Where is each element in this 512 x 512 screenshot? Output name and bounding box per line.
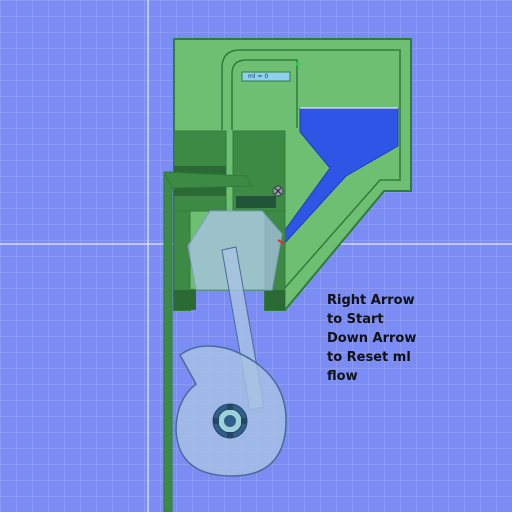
instruction-line-5: flow [327, 369, 358, 384]
ml-indicator-bar [241, 71, 291, 82]
instruction-line-1: Right Arrow [327, 293, 415, 308]
right-foot [265, 290, 285, 310]
crank-hub-notch-left [213, 418, 219, 424]
instruction-line-2: to Start [327, 312, 384, 327]
ml-counter-label: ml = 0 [248, 73, 269, 80]
feed-pipe [163, 171, 173, 512]
instruction-line-3: Down Arrow [327, 331, 417, 346]
crank-hub-notch-right [241, 418, 247, 424]
valve-marker [277, 239, 285, 245]
left-foot [174, 290, 196, 310]
instruction-line-4: to Reset ml [327, 350, 411, 365]
crank-hub-center [224, 415, 236, 427]
crank-hub-notch-bottom [227, 432, 233, 438]
inner-channel-outer [221, 49, 401, 291]
pivot-cross-icon [274, 187, 282, 195]
inner-channel [231, 59, 298, 130]
feed-pipe-arm [163, 171, 253, 189]
instructions-text: Right Arrow to Start Down Arrow to Reset… [327, 291, 497, 386]
sensor-dot [296, 62, 300, 66]
crank-hub-notch-top [227, 404, 233, 410]
right-dark-stripe [236, 196, 276, 208]
